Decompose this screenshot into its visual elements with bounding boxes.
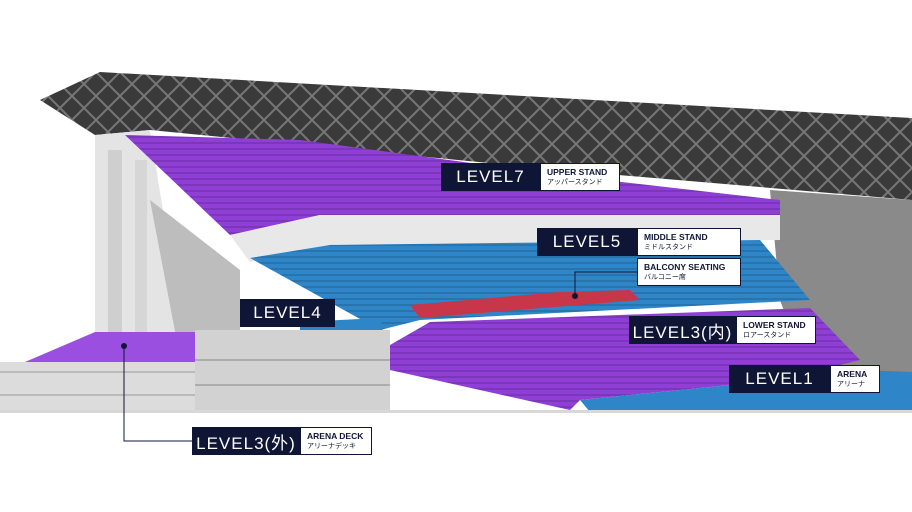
- level-description: MIDDLE STAND ミドルスタンド: [637, 228, 741, 256]
- stand-name-en: BALCONY SEATING: [644, 262, 726, 272]
- level-description: BALCONY SEATING バルコニー席: [637, 258, 741, 286]
- label-level7: LEVEL7 UPPER STAND アッパースタンド: [441, 163, 620, 191]
- level-description: ARENA DECK アリーナデッキ: [300, 427, 372, 455]
- level-description: ARENA アリーナ: [830, 365, 880, 393]
- stand-name-jp: アリーナデッキ: [307, 443, 356, 450]
- label-level1: LEVEL1 ARENA アリーナ: [729, 365, 880, 393]
- stand-name-jp: アッパースタンド: [547, 179, 603, 186]
- label-level4: LEVEL4: [240, 299, 335, 327]
- stand-name-jp: ロアースタンド: [743, 332, 792, 339]
- roof-truss: [40, 72, 912, 200]
- arena-deck-area: [25, 332, 195, 362]
- level-badge: LEVEL3(内): [629, 316, 736, 344]
- level-badge: LEVEL1: [729, 365, 830, 393]
- label-level5: LEVEL5 MIDDLE STAND ミドルスタンド: [537, 228, 741, 256]
- stand-name-jp: バルコニー席: [644, 274, 686, 281]
- stand-name-en: ARENA DECK: [307, 431, 364, 441]
- label-level3-outer: LEVEL3(外) ARENA DECK アリーナデッキ: [192, 427, 372, 455]
- level-description: LOWER STAND ロアースタンド: [736, 316, 816, 344]
- stand-name-jp: アリーナ: [837, 381, 865, 388]
- level-badge: LEVEL4: [240, 299, 335, 327]
- level-badge: LEVEL5: [537, 228, 637, 256]
- stand-name-jp: ミドルスタンド: [644, 244, 693, 251]
- level-badge: LEVEL7: [441, 163, 540, 191]
- label-balcony: BALCONY SEATING バルコニー席: [637, 258, 741, 286]
- label-level3-inner: LEVEL3(内) LOWER STAND ロアースタンド: [629, 316, 816, 344]
- arena-deck-leader-line: [123, 346, 192, 442]
- stand-name-en: MIDDLE STAND: [644, 232, 708, 242]
- balcony-leader-line: [574, 271, 637, 296]
- stand-name-en: LOWER STAND: [743, 320, 806, 330]
- stand-name-en: UPPER STAND: [547, 167, 608, 177]
- level-description: UPPER STAND アッパースタンド: [540, 163, 620, 191]
- stand-name-en: ARENA: [837, 369, 868, 379]
- level-badge: LEVEL3(外): [192, 427, 300, 455]
- balcony-seating: [410, 290, 640, 318]
